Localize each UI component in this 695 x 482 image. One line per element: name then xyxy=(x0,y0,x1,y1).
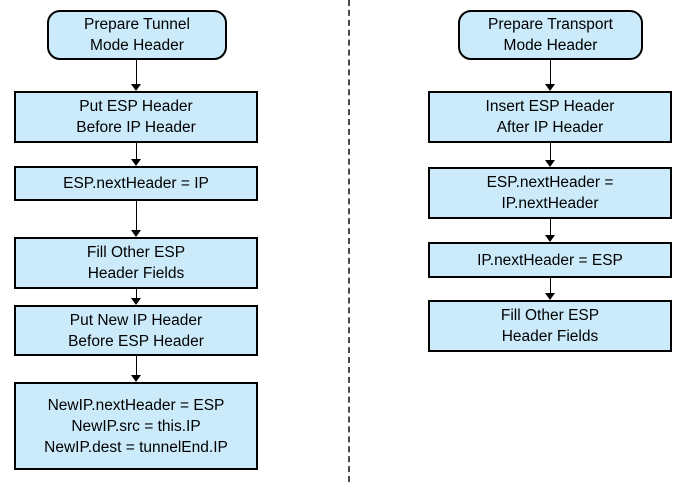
node-label: Prepare Tunnel Mode Header xyxy=(84,16,190,54)
connector-tunnel-arrow-1 xyxy=(136,60,137,84)
connector-tunnel-arrow-2 xyxy=(136,143,137,159)
node-tunnel-step-2[interactable]: ESP.nextHeader = IP xyxy=(14,166,258,201)
connector-tunnel-arrow-3 xyxy=(136,201,137,230)
node-label: Fill Other ESP Header Fields xyxy=(86,244,186,282)
connector-tunnel-arrow-5 xyxy=(136,356,137,375)
node-transport-start[interactable]: Prepare Transport Mode Header xyxy=(458,10,643,60)
connector-transport-arrow-2 xyxy=(550,143,551,160)
connector-transport-arrow-4 xyxy=(550,278,551,293)
arrowhead-tunnel-arrow-5 xyxy=(131,375,141,382)
node-transport-step-2[interactable]: ESP.nextHeader = IP.nextHeader xyxy=(428,167,672,219)
node-label: IP.nextHeader = ESP xyxy=(477,251,623,269)
node-transport-step-4[interactable]: Fill Other ESP Header Fields xyxy=(428,300,672,352)
node-label: ESP.nextHeader = IP.nextHeader xyxy=(486,174,614,212)
arrowhead-tunnel-arrow-2 xyxy=(131,159,141,166)
node-tunnel-step-4[interactable]: Put New IP Header Before ESP Header xyxy=(14,305,258,356)
node-transport-step-1[interactable]: Insert ESP Header After IP Header xyxy=(428,91,672,143)
connector-tunnel-arrow-4 xyxy=(136,289,137,298)
node-tunnel-step-5[interactable]: NewIP.nextHeader = ESP NewIP.src = this.… xyxy=(14,382,258,470)
vertical-dashed-divider xyxy=(348,0,350,482)
connector-transport-arrow-3 xyxy=(550,219,551,235)
arrowhead-transport-arrow-1 xyxy=(545,84,555,91)
node-label: Fill Other ESP Header Fields xyxy=(500,307,600,345)
arrowhead-transport-arrow-4 xyxy=(545,293,555,300)
node-tunnel-step-3[interactable]: Fill Other ESP Header Fields xyxy=(14,237,258,289)
node-transport-step-3[interactable]: IP.nextHeader = ESP xyxy=(428,242,672,278)
arrowhead-transport-arrow-2 xyxy=(545,160,555,167)
node-label: NewIP.nextHeader = ESP NewIP.src = this.… xyxy=(44,396,228,456)
node-tunnel-start[interactable]: Prepare Tunnel Mode Header xyxy=(47,10,227,60)
arrowhead-transport-arrow-3 xyxy=(545,235,555,242)
arrowhead-tunnel-arrow-4 xyxy=(131,298,141,305)
node-label: ESP.nextHeader = IP xyxy=(63,175,209,192)
connector-transport-arrow-1 xyxy=(550,60,551,84)
node-tunnel-step-1[interactable]: Put ESP Header Before IP Header xyxy=(14,91,258,143)
node-label: Prepare Transport Mode Header xyxy=(488,16,613,54)
arrowhead-tunnel-arrow-3 xyxy=(131,230,141,237)
node-label: Insert ESP Header After IP Header xyxy=(485,98,615,136)
node-label: Put New IP Header Before ESP Header xyxy=(68,311,204,350)
arrowhead-tunnel-arrow-1 xyxy=(131,84,141,91)
node-label: Put ESP Header Before IP Header xyxy=(76,98,196,136)
